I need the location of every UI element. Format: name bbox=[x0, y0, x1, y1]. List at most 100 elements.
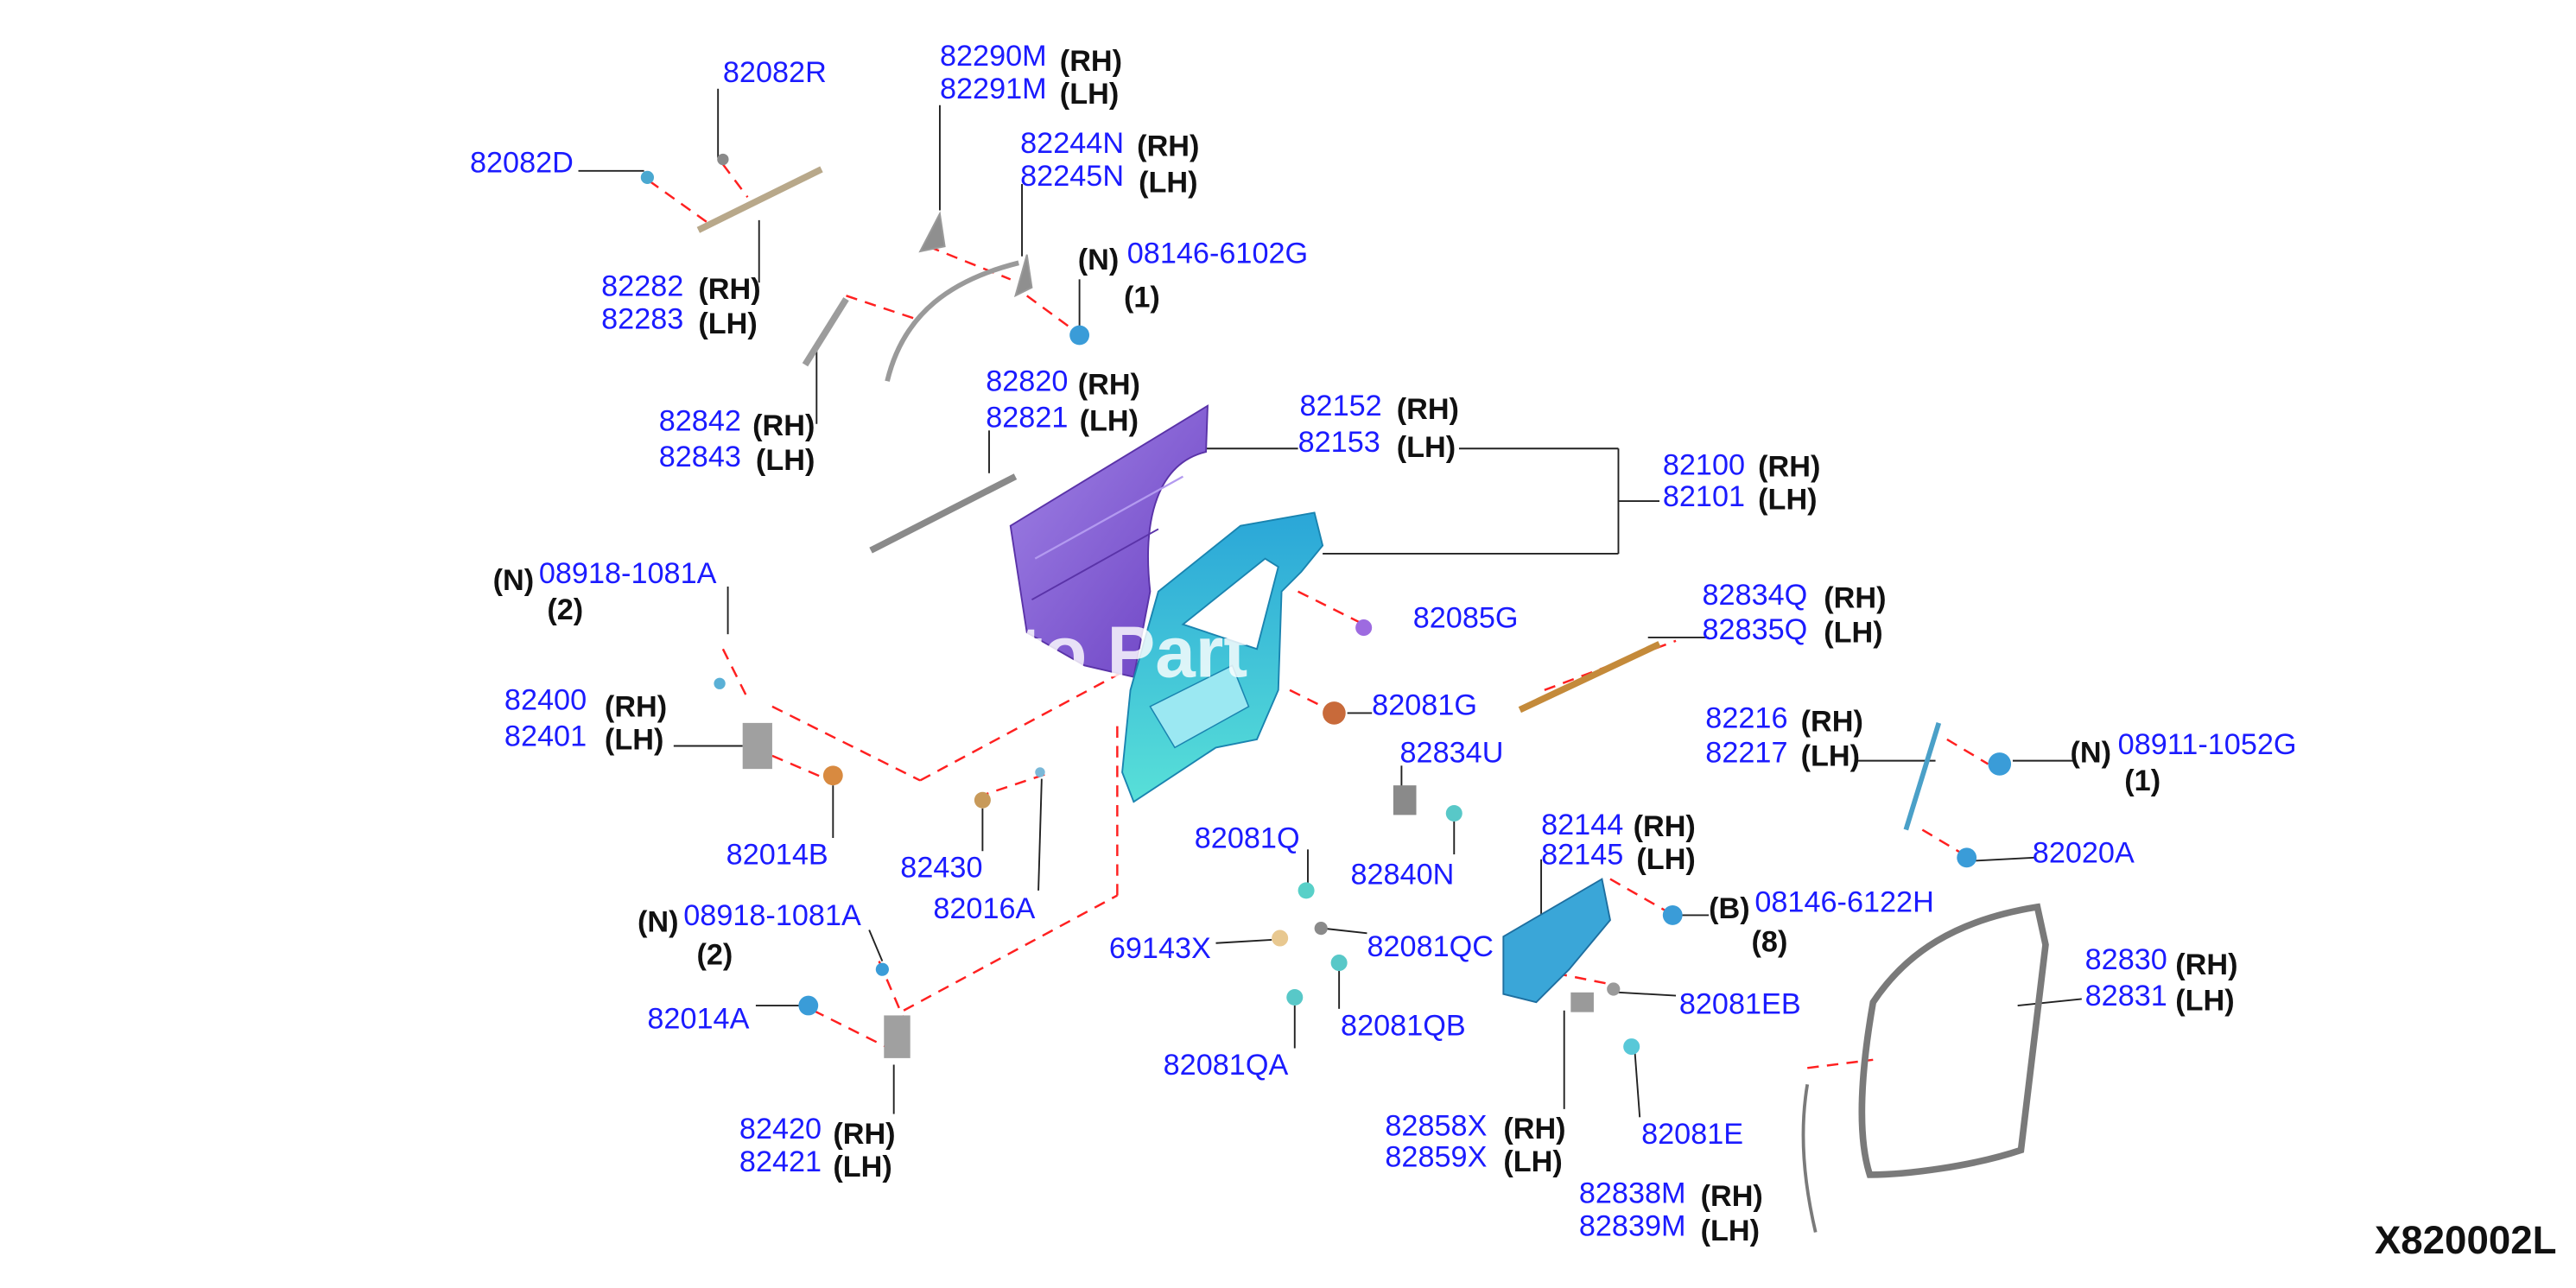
side-82838M: (RH) bbox=[1700, 1179, 1763, 1213]
part-82842: 82842 bbox=[658, 403, 741, 437]
part-82082R: 82082R bbox=[722, 55, 827, 89]
motor-82858X bbox=[1570, 992, 1594, 1012]
part-82020A: 82020A bbox=[2032, 836, 2135, 870]
side-82835Q: (LH) bbox=[1824, 616, 1883, 650]
grommet-82020A bbox=[1957, 847, 1977, 868]
part-82081Q: 82081Q bbox=[1194, 822, 1300, 855]
part-82144: 82144 bbox=[1541, 808, 1624, 841]
part-82430: 82430 bbox=[900, 851, 983, 885]
side-82843: (LH) bbox=[755, 443, 815, 477]
side-82283: (LH) bbox=[698, 307, 758, 340]
side-82152: (RH) bbox=[1396, 392, 1459, 426]
notation-08911-1052G: (N) bbox=[2070, 736, 2112, 770]
clip-82081E bbox=[1623, 1038, 1640, 1056]
part-08918-1081A-lower: 08918-1081A bbox=[683, 898, 861, 932]
clip-82081EB bbox=[1607, 982, 1621, 996]
side-82831: (LH) bbox=[2175, 984, 2235, 1018]
part-82834U: 82834U bbox=[1399, 736, 1504, 770]
side-82820: (RH) bbox=[1077, 368, 1140, 402]
part-82145: 82145 bbox=[1541, 838, 1624, 872]
part-82282: 82282 bbox=[601, 269, 684, 302]
plug-82081QA bbox=[1286, 989, 1304, 1006]
notation-08918-upper: (N) bbox=[492, 563, 535, 597]
side-82400: (RH) bbox=[604, 689, 668, 723]
side-82839M: (LH) bbox=[1700, 1214, 1761, 1247]
part-08918-1081A-upper: 08918-1081A bbox=[538, 556, 717, 590]
part-82835Q: 82835Q bbox=[1702, 612, 1808, 646]
striker-82430 bbox=[974, 791, 991, 809]
part-08146-6102G: 08146-6102G bbox=[1126, 236, 1309, 270]
side-82401: (LH) bbox=[604, 722, 664, 756]
part-82400: 82400 bbox=[504, 683, 587, 717]
bolt-08918-lower bbox=[875, 962, 889, 976]
side-82421: (LH) bbox=[833, 1150, 892, 1183]
glass-run-channel bbox=[885, 211, 1033, 382]
part-82859X: 82859X bbox=[1385, 1139, 1488, 1174]
side-82858X: (RH) bbox=[1503, 1112, 1566, 1145]
side-82245N: (LH) bbox=[1139, 166, 1198, 200]
notation-08146-6122H: (B) bbox=[1709, 891, 1750, 925]
part-82840N: 82840N bbox=[1350, 857, 1455, 891]
part-82821: 82821 bbox=[986, 401, 1069, 435]
side-82859X: (LH) bbox=[1503, 1145, 1563, 1178]
door-hinge-lower bbox=[884, 1015, 910, 1058]
side-82153: (LH) bbox=[1396, 430, 1456, 464]
door-weatherstrip bbox=[1858, 903, 2049, 1178]
part-82831: 82831 bbox=[2084, 979, 2167, 1012]
part-82016A: 82016A bbox=[933, 891, 1036, 925]
plug-82081G bbox=[1323, 701, 1346, 725]
part-82082D: 82082D bbox=[469, 146, 574, 180]
qty-08918-upper: (2) bbox=[547, 593, 584, 626]
side-82830: (RH) bbox=[2175, 948, 2238, 981]
leader-lines bbox=[578, 88, 2082, 1118]
side-82244N: (RH) bbox=[1137, 130, 1200, 163]
part-82081EB: 82081EB bbox=[1678, 987, 1801, 1021]
door-sash-trim bbox=[802, 297, 849, 367]
part-82858X: 82858X bbox=[1385, 1108, 1488, 1142]
part-82839M: 82839M bbox=[1578, 1209, 1686, 1242]
part-82101: 82101 bbox=[1662, 479, 1746, 513]
side-82821: (LH) bbox=[1079, 403, 1139, 437]
inner-door-panel bbox=[1121, 511, 1324, 803]
belt-molding-outer bbox=[696, 166, 823, 233]
notation-08146-6102G: (N) bbox=[1077, 243, 1120, 276]
part-82834Q: 82834Q bbox=[1702, 578, 1808, 612]
part-82081E: 82081E bbox=[1641, 1117, 1744, 1151]
clip-82082R bbox=[717, 153, 729, 166]
side-82217: (LH) bbox=[1800, 739, 1861, 772]
part-82085G: 82085G bbox=[1412, 601, 1519, 635]
notation-08918-lower: (N) bbox=[637, 905, 679, 939]
window-regulator bbox=[1502, 878, 1611, 1004]
qty-08911-1052G: (1) bbox=[2124, 764, 2161, 797]
side-82100: (RH) bbox=[1758, 450, 1821, 484]
part-82245N: 82245N bbox=[1020, 159, 1125, 193]
bolt-08146-6122H bbox=[1662, 905, 1683, 925]
part-82014B: 82014B bbox=[726, 838, 828, 872]
part-08911-1052G: 08911-1052G bbox=[2117, 727, 2297, 761]
part-08146-6122H: 08146-6122H bbox=[1754, 885, 1934, 919]
side-82834Q: (RH) bbox=[1824, 581, 1887, 615]
bolt-08911 bbox=[1988, 752, 2012, 776]
part-82014A: 82014A bbox=[647, 1002, 750, 1036]
opening-weatherstrip bbox=[1801, 1084, 1818, 1233]
part-82152: 82152 bbox=[1299, 389, 1382, 422]
part-82421: 82421 bbox=[739, 1145, 822, 1178]
door-check-bracket bbox=[1393, 785, 1417, 815]
watermark-text: to Part bbox=[1018, 612, 1247, 693]
plug-82081QC bbox=[1314, 922, 1328, 936]
bolt-08918-upper bbox=[714, 677, 726, 689]
part-82081QC: 82081QC bbox=[1367, 930, 1494, 963]
outer-door-panel bbox=[1009, 404, 1209, 678]
part-82081QB: 82081QB bbox=[1341, 1008, 1466, 1042]
plug-82081QB bbox=[1330, 955, 1348, 972]
clip-82085G bbox=[1355, 619, 1373, 637]
part-69143X: 69143X bbox=[1108, 931, 1211, 965]
side-82291M: (LH) bbox=[1059, 77, 1120, 111]
door-hinge-upper bbox=[742, 722, 772, 770]
part-82283: 82283 bbox=[601, 301, 684, 336]
side-82145: (LH) bbox=[1636, 842, 1696, 876]
part-82100: 82100 bbox=[1662, 448, 1746, 482]
part-82830: 82830 bbox=[2084, 942, 2167, 976]
plug-69143X bbox=[1272, 930, 1289, 947]
